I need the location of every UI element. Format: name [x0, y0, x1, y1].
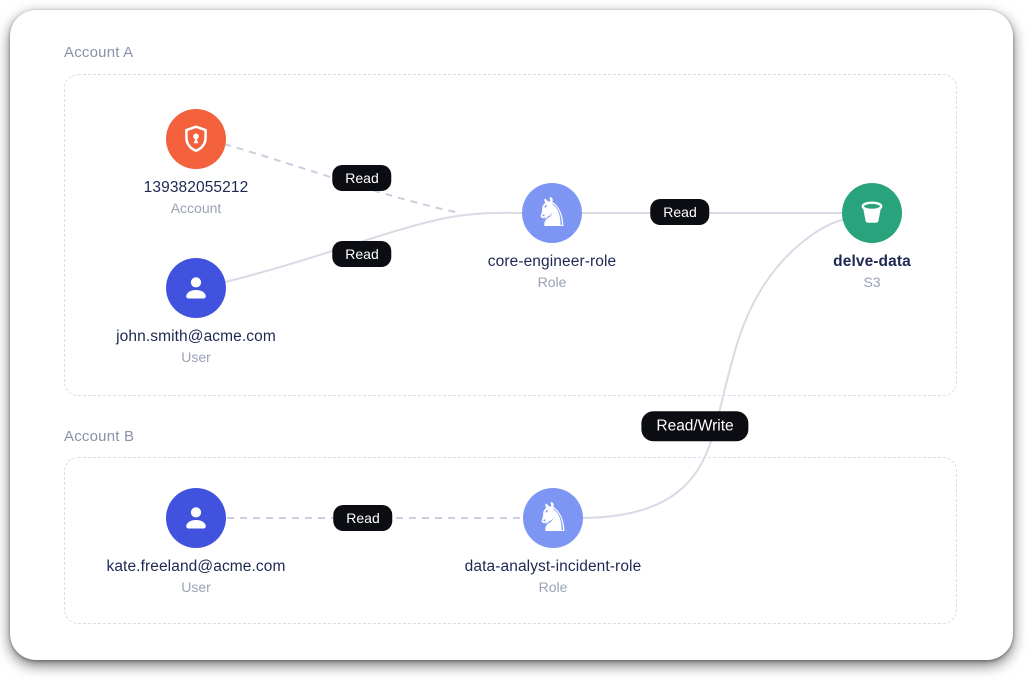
node-s3-bucket[interactable]: delve-data S3 [762, 183, 982, 290]
edge-john-to-core-role [224, 211, 523, 283]
node-data-analyst-incident-role[interactable]: ♞ data-analyst-incident-role Role [443, 488, 663, 595]
shield-keyhole-icon[interactable] [166, 109, 226, 169]
account-b-boundary [64, 457, 957, 624]
node-type-label: Role [538, 579, 568, 595]
chess-knight-glyph: ♞ [534, 190, 570, 236]
node-label: data-analyst-incident-role [464, 558, 642, 575]
user-icon[interactable] [166, 488, 226, 548]
account-a-boundary [64, 74, 957, 396]
node-label: delve-data [833, 253, 911, 270]
bucket-icon[interactable] [842, 183, 902, 243]
edge-analyst-role-to-bucket [582, 218, 847, 519]
node-label: 139382055212 [143, 179, 249, 196]
permission-badge-read-kate-edge[interactable]: Read [333, 505, 393, 531]
permission-badge-read-account-edge[interactable]: Read [332, 165, 392, 191]
permission-badge-read-write-edge[interactable]: Read/Write [641, 411, 749, 441]
node-user-kate[interactable]: kate.freeland@acme.com User [86, 488, 306, 595]
chess-knight-icon[interactable]: ♞ [523, 488, 583, 548]
node-core-engineer-role[interactable]: ♞ core-engineer-role Role [442, 183, 662, 290]
node-type-label: User [181, 579, 211, 595]
chess-knight-icon[interactable]: ♞ [522, 183, 582, 243]
node-label: kate.freeland@acme.com [106, 558, 286, 575]
node-label: core-engineer-role [487, 253, 617, 270]
group-label-account-a: Account A [64, 44, 134, 61]
access-graph-card: Account A Account B 139382055212 Account [10, 10, 1013, 660]
permission-badge-read-bucket-edge[interactable]: Read [650, 199, 710, 225]
node-type-label: Role [537, 274, 567, 290]
node-type-label: Account [170, 200, 222, 216]
node-label: john.smith@acme.com [116, 328, 276, 345]
group-label-account-b: Account B [64, 428, 135, 445]
permission-badge-read-john-edge[interactable]: Read [332, 241, 392, 267]
node-account[interactable]: 139382055212 Account [86, 109, 306, 216]
node-user-john[interactable]: john.smith@acme.com User [86, 258, 306, 365]
node-type-label: S3 [863, 274, 881, 290]
user-icon[interactable] [166, 258, 226, 318]
node-type-label: User [181, 349, 211, 365]
chess-knight-glyph: ♞ [535, 495, 571, 541]
